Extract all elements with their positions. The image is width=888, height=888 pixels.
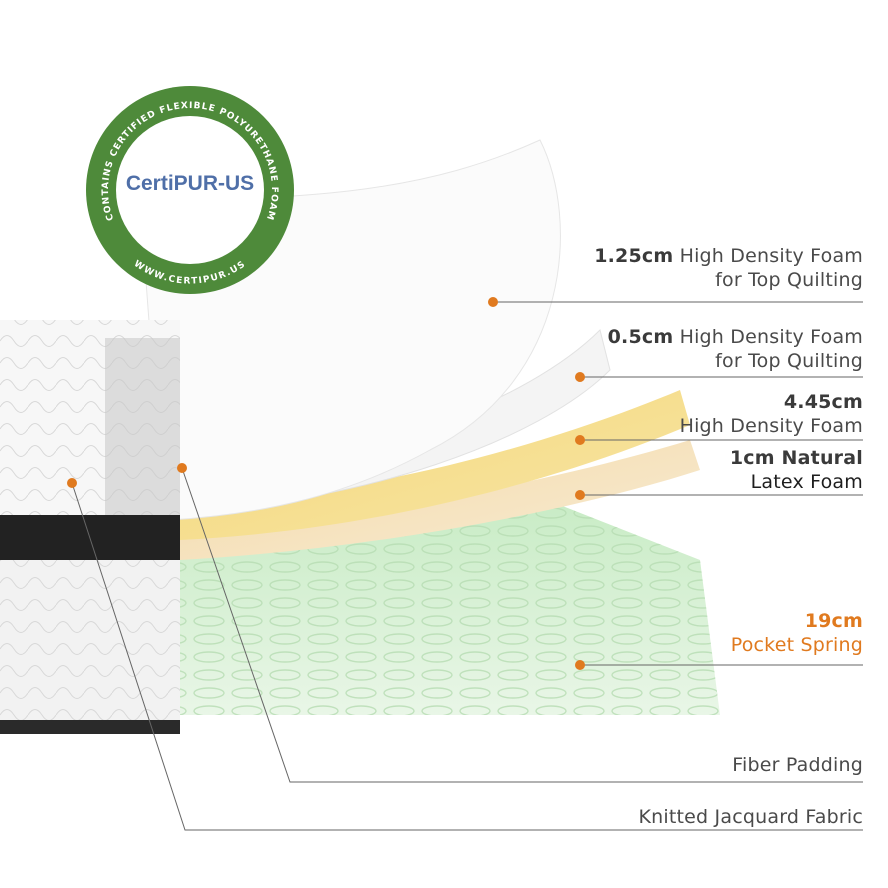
leader-lines — [71, 301, 863, 831]
label-thickness: 1.25cm — [594, 245, 674, 267]
label-thickness: 19cm — [804, 610, 863, 632]
high-density-foam-layer — [180, 390, 690, 540]
label-hd-foam: 4.45cm High Density Foam — [680, 390, 863, 438]
label-jacquard-fabric: Knitted Jacquard Fabric — [638, 805, 863, 829]
marker-dots — [67, 297, 585, 670]
label-material: Pocket Spring — [730, 634, 863, 656]
label-thickness: 4.45cm — [783, 391, 863, 413]
label-material: Latex Foam — [750, 471, 863, 493]
label-thickness: 1cm Natural — [729, 447, 863, 469]
marker-dot — [575, 372, 585, 382]
leader-line-fiber — [181, 467, 863, 783]
label-material: High Density Foam — [673, 326, 863, 348]
logo-brand: CertiPUR-US — [126, 172, 254, 195]
label-material: Fiber Padding — [732, 754, 863, 776]
label-material: High Density Foam — [673, 245, 863, 267]
marker-dot — [575, 490, 585, 500]
certipur-logo: CONTAINS CERTIFIED FLEXIBLE POLYURETHANE… — [86, 86, 294, 294]
marker-dot — [488, 297, 498, 307]
label-material: High Density Foam — [679, 415, 863, 437]
marker-dot — [177, 463, 187, 473]
leader-line-fabric — [71, 482, 863, 831]
label-pocket-spring: 19cm Pocket Spring — [731, 609, 863, 657]
pocket-spring-layer — [180, 505, 720, 715]
marker-dot — [67, 478, 77, 488]
label-thickness: 0.5cm — [607, 326, 674, 348]
label-fiber-padding: Fiber Padding — [732, 753, 863, 777]
marker-dot — [575, 435, 585, 445]
label-material: Knitted Jacquard Fabric — [638, 806, 863, 828]
label-top-foam: 1.25cm High Density Foam for Top Quiltin… — [594, 244, 863, 292]
label-latex: 1cm Natural Latex Foam — [730, 446, 863, 494]
label-thin-foam: 0.5cm High Density Foam for Top Quilting — [608, 325, 863, 373]
label-purpose: for Top Quilting — [715, 350, 863, 372]
label-purpose: for Top Quilting — [715, 269, 863, 291]
marker-dot — [575, 660, 585, 670]
mattress-side — [0, 320, 180, 734]
